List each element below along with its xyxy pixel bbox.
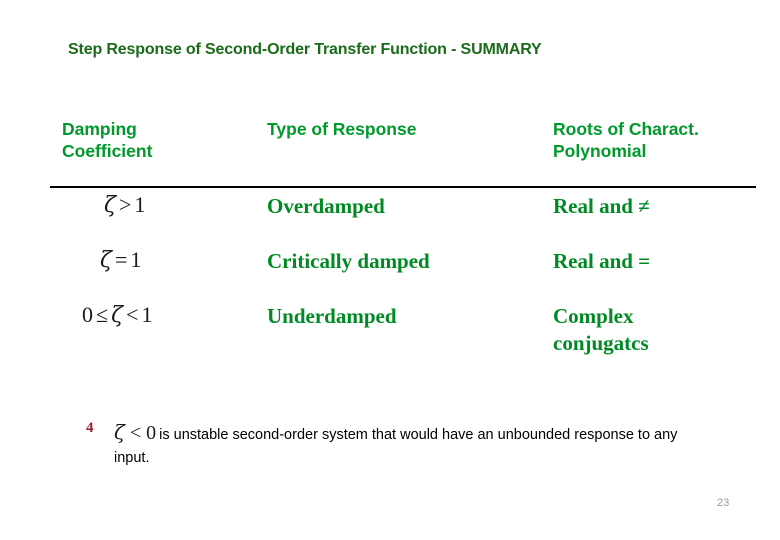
- table-body: ζ>1 Overdamped Real and ≠ ζ=1 Critically…: [0, 192, 780, 358]
- bullet-marker-icon: 4: [86, 420, 94, 436]
- row-1-zeta-symbol: ζ: [104, 193, 116, 218]
- column-header-type-of-response: Type of Response: [267, 118, 547, 140]
- row-3-upper-bound: 1: [141, 302, 153, 327]
- column-header-roots-line2: Polynomial: [553, 141, 647, 162]
- row-3-lower-bound: 0: [82, 302, 93, 327]
- column-header-roots-line1: Roots of Charact.: [553, 119, 699, 139]
- summary-table: Damping Coefficient Type of Response Roo…: [0, 118, 780, 180]
- table-row: ζ>1 Overdamped Real and ≠: [0, 192, 780, 248]
- row-1-roots-line1: Real and ≠: [553, 194, 650, 218]
- page-title: Step Response of Second-Order Transfer F…: [68, 41, 542, 58]
- row-3-condition: 0≤ζ<1: [82, 302, 153, 328]
- footnote-math: ζ < 0: [114, 420, 159, 444]
- footnote-operator: <: [129, 422, 142, 444]
- row-3-zeta-symbol: ζ: [111, 303, 124, 328]
- row-3-response: Underdamped: [267, 304, 397, 328]
- column-header-damping-coefficient-line1: Damping: [62, 119, 137, 139]
- row-1-response: Overdamped: [267, 194, 385, 218]
- table-row: 0≤ζ<1 Underdamped Complex conjugatcs: [0, 302, 780, 358]
- row-3-operator-1: ≤: [96, 302, 109, 327]
- row-2-roots-line1: Real and =: [553, 249, 651, 273]
- column-header-damping-coefficient: Damping Coefficient: [62, 118, 262, 163]
- row-1-value: 1: [134, 192, 146, 217]
- row-1-condition: ζ>1: [104, 192, 146, 218]
- row-2-zeta-symbol: ζ: [100, 248, 112, 273]
- footnote-value: 0: [146, 422, 157, 444]
- row-2-roots: Real and =: [553, 248, 768, 275]
- table-row: ζ=1 Critically damped Real and =: [0, 247, 780, 303]
- footnote-zeta-symbol: ζ: [114, 420, 125, 444]
- column-header-roots-of-characteristic-polynomial: Roots of Charact. Polynomial: [553, 118, 768, 163]
- row-1-operator: >: [118, 192, 132, 217]
- table-header-row: Damping Coefficient Type of Response Roo…: [0, 118, 780, 180]
- row-2-condition: ζ=1: [100, 247, 142, 273]
- row-3-roots: Complex conjugatcs: [553, 303, 768, 357]
- page-number: 23: [717, 497, 730, 509]
- row-3-roots-line2: conjugatcs: [553, 330, 649, 355]
- footnote-description: is unstable second-order system that wou…: [114, 427, 678, 466]
- header-divider-rule: [50, 186, 756, 188]
- row-3-roots-line1: Complex: [553, 304, 634, 328]
- row-1-roots: Real and ≠: [553, 193, 768, 220]
- row-2-operator: =: [114, 247, 128, 272]
- row-2-response: Critically damped: [267, 249, 430, 273]
- row-2-value: 1: [130, 247, 142, 272]
- row-3-operator-2: <: [126, 302, 139, 327]
- column-header-damping-coefficient-line2: Coefficient: [62, 141, 153, 162]
- column-header-type-of-response-line1: Type of Response: [267, 119, 417, 139]
